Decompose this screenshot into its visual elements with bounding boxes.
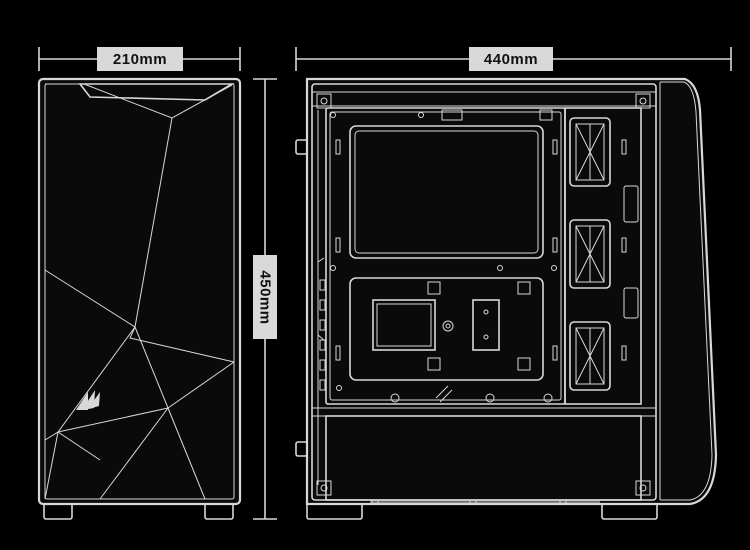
side-depth-dimension-line	[295, 47, 732, 71]
height-label-text: 450mm	[256, 269, 274, 325]
front-view	[37, 77, 242, 520]
front-width-dimension-line	[38, 47, 241, 71]
screw-markers	[316, 93, 651, 496]
height-dimension-line	[253, 78, 277, 520]
front-width-label: 210mm	[97, 47, 183, 71]
standoffs	[330, 109, 557, 403]
side-view	[295, 77, 718, 520]
height-label: 450mm	[253, 255, 277, 339]
side-depth-label: 440mm	[469, 47, 553, 71]
fan-grilles	[569, 117, 627, 391]
sails-logo-icon	[76, 390, 100, 410]
cable-grommets	[319, 139, 558, 391]
